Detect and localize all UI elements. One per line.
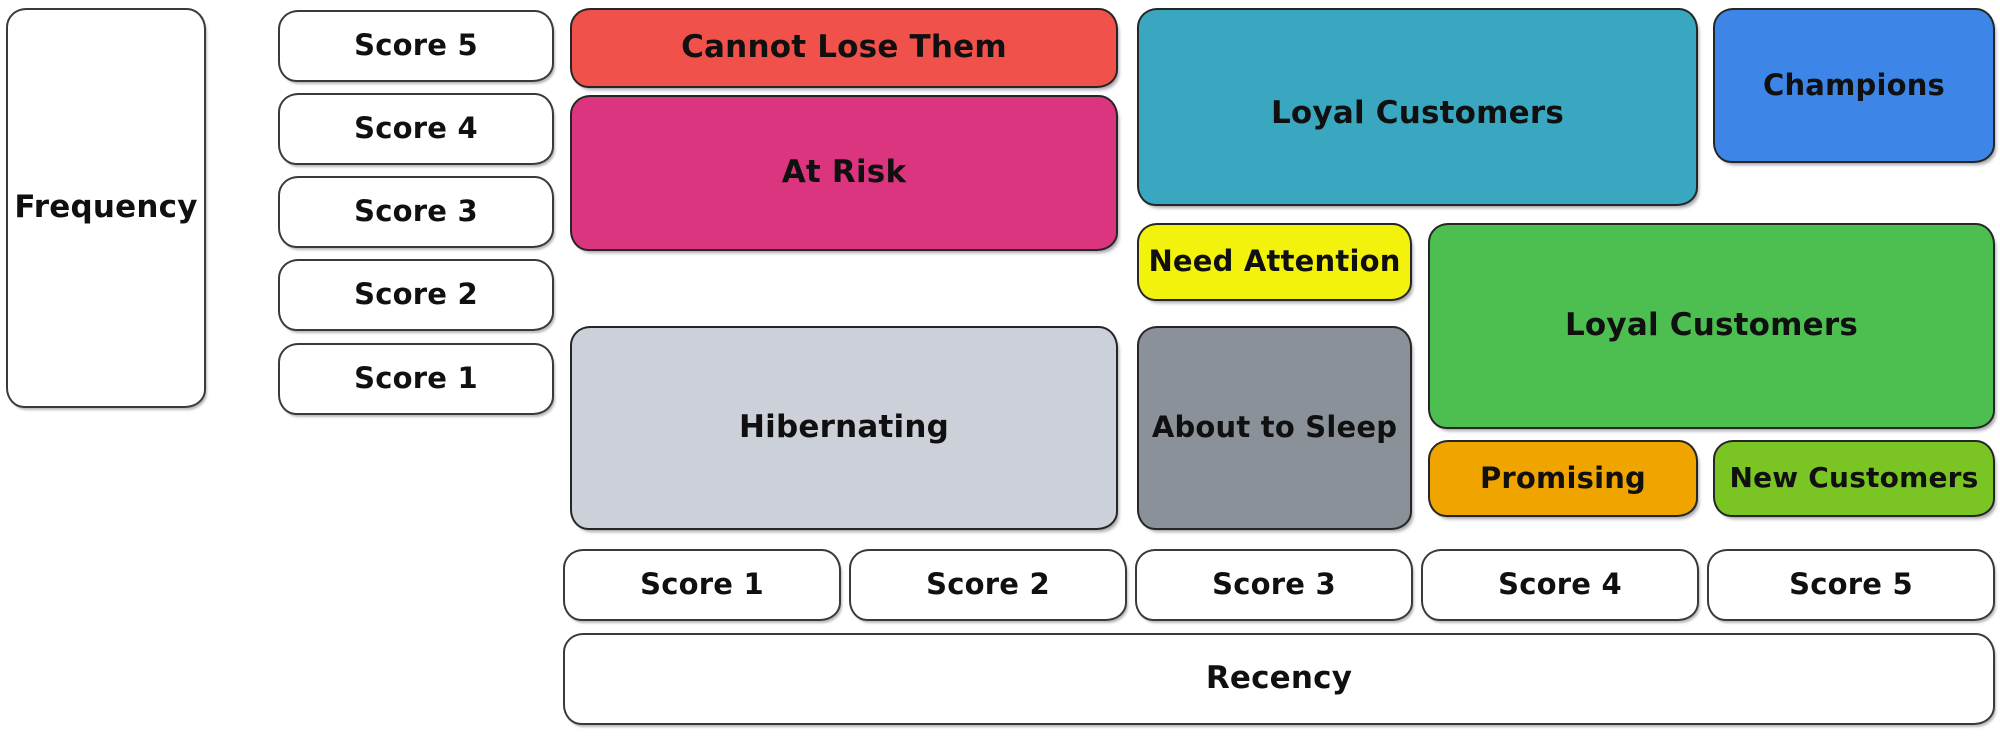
- segment-champions[interactable]: Champions: [1713, 8, 1995, 163]
- frequency-score-4[interactable]: Score 4: [278, 93, 554, 165]
- segment-hibernating[interactable]: Hibernating: [570, 326, 1118, 530]
- recency-score-4-label: Score 4: [1498, 567, 1622, 602]
- recency-score-2-label: Score 2: [926, 567, 1050, 602]
- frequency-score-3[interactable]: Score 3: [278, 176, 554, 248]
- frequency-axis-box: Frequency: [6, 8, 206, 408]
- recency-score-5[interactable]: Score 5: [1707, 549, 1995, 621]
- frequency-score-2-label: Score 2: [354, 277, 478, 312]
- segment-loyal-customers-green[interactable]: Loyal Customers: [1428, 223, 1995, 429]
- recency-score-4[interactable]: Score 4: [1421, 549, 1699, 621]
- segment-promising-label: Promising: [1479, 460, 1647, 495]
- segment-cannot-lose-them[interactable]: Cannot Lose Them: [570, 8, 1118, 88]
- recency-score-2[interactable]: Score 2: [849, 549, 1127, 621]
- segment-hibernating-label: Hibernating: [739, 409, 949, 446]
- frequency-score-5[interactable]: Score 5: [278, 10, 554, 82]
- frequency-score-1-label: Score 1: [354, 361, 478, 396]
- segment-cannot-lose-them-label: Cannot Lose Them: [681, 29, 1007, 66]
- frequency-score-1[interactable]: Score 1: [278, 343, 554, 415]
- segment-need-attention-label: Need Attention: [1148, 244, 1401, 279]
- segment-loyal-customers-green-label: Loyal Customers: [1564, 307, 1859, 344]
- segment-at-risk[interactable]: At Risk: [570, 95, 1118, 251]
- segment-loyal-customers-teal-label: Loyal Customers: [1270, 95, 1565, 131]
- frequency-axis-label: Frequency: [14, 189, 198, 226]
- segment-new-customers-label: New Customers: [1729, 461, 1979, 495]
- recency-axis-label: Recency: [1205, 660, 1353, 697]
- segment-about-to-sleep[interactable]: About to Sleep: [1137, 326, 1412, 530]
- segment-new-customers[interactable]: New Customers: [1713, 440, 1995, 517]
- recency-axis-box: Recency: [563, 633, 1995, 725]
- segment-champions-label: Champions: [1762, 67, 1946, 102]
- segment-loyal-customers-teal[interactable]: Loyal Customers: [1137, 8, 1698, 206]
- recency-score-3[interactable]: Score 3: [1135, 549, 1413, 621]
- frequency-score-4-label: Score 4: [354, 111, 478, 146]
- segment-at-risk-label: At Risk: [781, 154, 907, 191]
- recency-score-3-label: Score 3: [1212, 567, 1336, 602]
- frequency-score-5-label: Score 5: [354, 28, 478, 63]
- recency-score-1[interactable]: Score 1: [563, 549, 841, 621]
- segment-about-to-sleep-label: About to Sleep: [1151, 410, 1398, 445]
- recency-score-1-label: Score 1: [640, 567, 764, 602]
- segment-promising[interactable]: Promising: [1428, 440, 1698, 517]
- segment-need-attention[interactable]: Need Attention: [1137, 223, 1412, 301]
- recency-score-5-label: Score 5: [1789, 567, 1913, 602]
- frequency-score-3-label: Score 3: [354, 194, 478, 229]
- frequency-score-2[interactable]: Score 2: [278, 259, 554, 331]
